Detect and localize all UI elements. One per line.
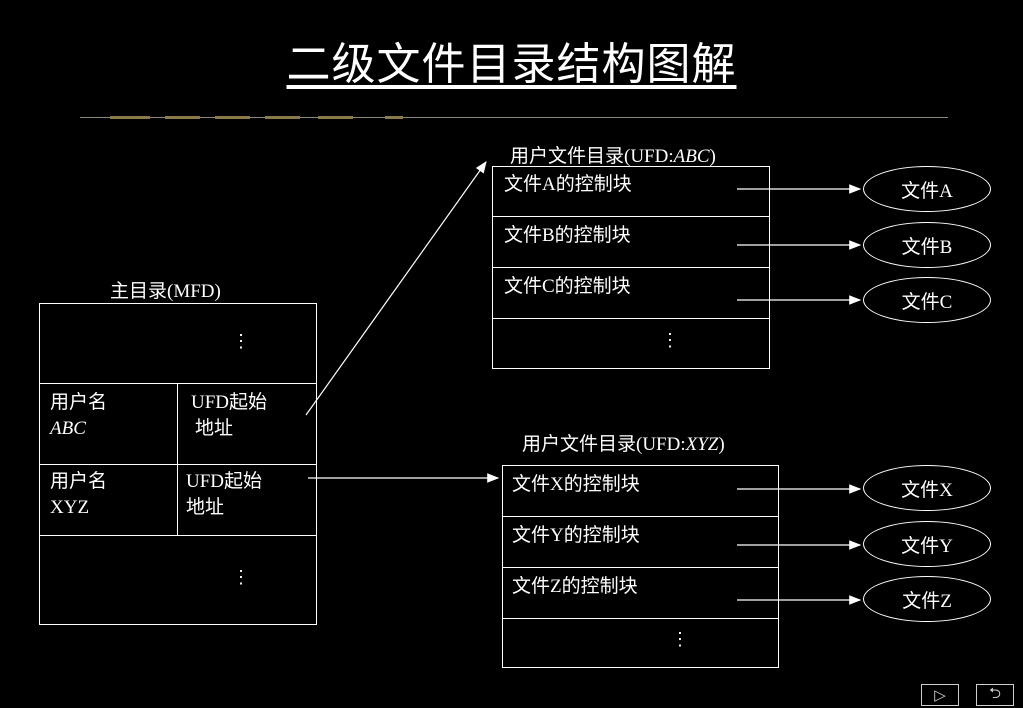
user-name-label: 用户名 [50,471,108,492]
divider-accent [215,116,250,119]
mfd-row-xyz-addr: UFD起始 地址 [186,469,262,521]
file-b-node: 文件B [863,222,991,268]
ufd-xyz-table: 文件X的控制块 文件Y的控制块 文件Z的控制块 ⋮ [502,465,779,668]
file-z-node: 文件Z [863,576,991,622]
fcb-y: 文件Y的控制块 [512,525,640,546]
ufd-address-label: UFD起始 [191,392,268,413]
mfd-row-xyz-name: 用户名 XYZ [50,469,107,521]
next-slide-button[interactable]: ▷ [921,684,959,706]
divider-accent [385,116,403,119]
fcb-b: 文件B的控制块 [504,225,631,246]
row-divider [493,216,769,217]
mfd-ellipsis-bottom: ⋮ [232,567,250,587]
row-divider [493,267,769,268]
mfd-row-abc-name: 用户名 ABC [50,390,107,442]
file-c-node: 文件C [863,277,991,323]
row-divider [40,383,316,384]
page-title: 二级文件目录结构图解 [286,40,737,89]
ufd-abc-ellipsis: ⋮ [661,330,679,350]
mfd-row-abc-addr: UFD起始 地址 [191,390,267,442]
divider-accent [318,116,353,119]
ufd-xyz-ellipsis: ⋮ [671,629,689,649]
ufd-abc-table: 文件A的控制块 文件B的控制块 文件C的控制块 ⋮ [492,166,770,369]
fcb-a: 文件A的控制块 [504,174,632,195]
fcb-c: 文件C的控制块 [504,276,631,297]
file-a-node: 文件A [863,166,991,212]
play-triangle-icon: ▷ [934,686,946,704]
ufd-xyz-label: 用户文件目录(UFD:XYZ) [522,434,725,455]
mfd-label: 主目录(MFD) [110,281,221,302]
row-divider [40,535,316,536]
file-y-node: 文件Y [863,521,991,567]
user-name-value: XYZ [50,497,90,518]
row-divider [493,318,769,319]
mfd-table: ⋮ 用户名 ABC UFD起始 地址 用户名 XYZ UFD起始 地址 ⋮ [39,303,317,625]
column-divider [177,384,178,535]
row-divider [503,567,778,568]
fcb-x: 文件X的控制块 [512,474,640,495]
title-divider [80,117,948,118]
divider-accent [165,116,200,119]
file-x-node: 文件X [863,465,991,511]
ufd-address-label: UFD起始 [186,471,263,492]
ufd-abc-label: 用户文件目录(UFD:ABC) [510,146,716,167]
return-button[interactable]: ⮌ [976,684,1014,706]
row-divider [503,516,778,517]
divider-accent [265,116,300,119]
divider-accent [110,116,150,119]
mfd-ellipsis-top: ⋮ [232,331,250,351]
return-arrow-icon: ⮌ [988,683,1001,702]
row-divider [503,618,778,619]
user-name-value: ABC [50,418,86,439]
row-divider [40,464,316,465]
arrow-mfd-to-ufd-abc [305,161,487,416]
fcb-z: 文件Z的控制块 [512,576,638,597]
user-name-label: 用户名 [50,392,108,413]
ufd-address-label: 地址 [186,497,225,518]
ufd-address-label: 地址 [195,418,234,439]
